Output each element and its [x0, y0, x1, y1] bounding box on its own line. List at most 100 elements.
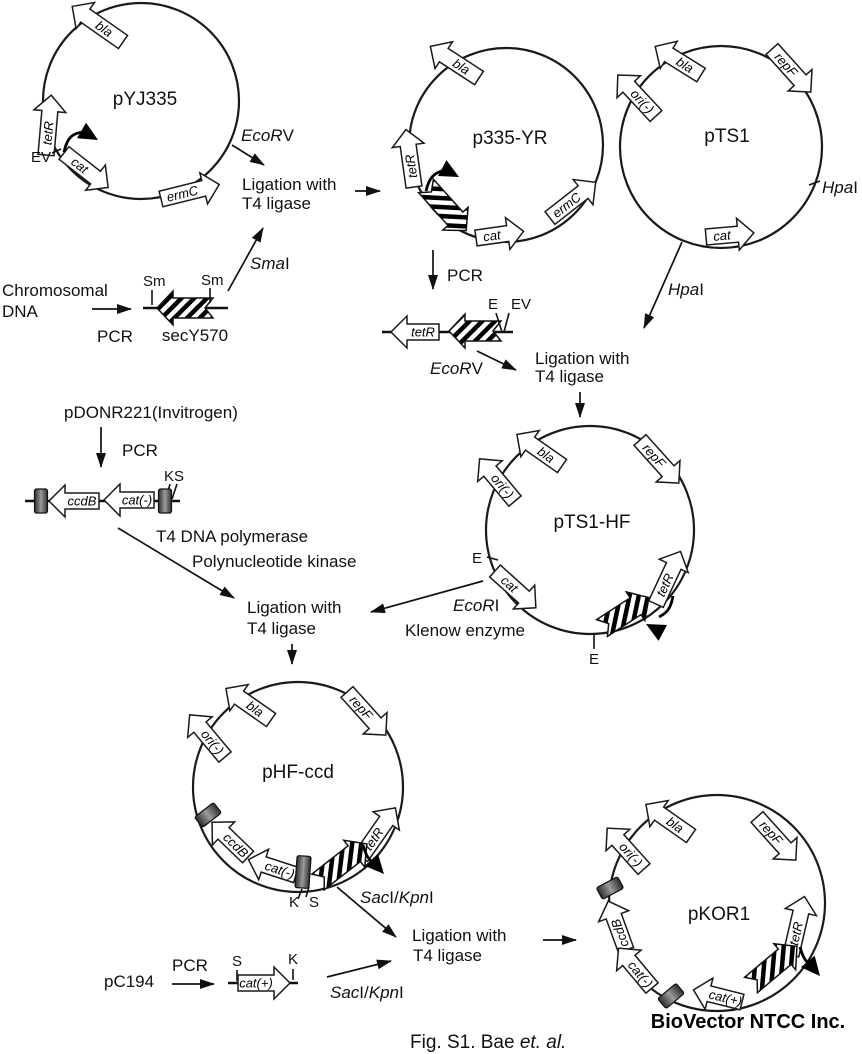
gene-arrow-bla: bla: [225, 683, 277, 728]
secY-hatched-arrow: [416, 177, 469, 232]
step-ligation: Ligation with: [535, 349, 630, 368]
enzyme-roman-part: I/: [389, 888, 399, 907]
step-ligation: Ligation with: [412, 926, 507, 945]
gene-arrow-ori: ori(-): [476, 458, 523, 508]
gene-arrow-ori: ori(-): [605, 827, 652, 876]
plasmid-pYJ335: pYJ335 bla tetR cat ermC EV: [31, 1, 241, 208]
gene-arrow-bla: bla: [429, 40, 485, 86]
flow-arrow: [326, 959, 392, 978]
caption-prefix: Fig. S1. Bae: [410, 1032, 520, 1053]
gene-arrow-ori: ori(-): [186, 714, 233, 764]
enzyme-italic-part: Kpn: [399, 888, 429, 907]
site-tick: [297, 886, 310, 900]
plasmid-circle: [191, 680, 405, 894]
secY570-fragment: Chromosomal DNA PCR Sm Sm secY570: [2, 272, 228, 346]
gene-arrow-bla: bla: [645, 799, 697, 844]
flow-arrow: [370, 580, 484, 614]
gene-arrow-tetR: tetR: [389, 314, 440, 350]
step-pcr: PCR: [172, 956, 208, 975]
gene-arrow-cat: cat: [488, 563, 537, 610]
gene-arrow-ori: ori(-): [616, 74, 663, 123]
secY-hatched-arrow: [155, 289, 215, 327]
promoter-arrowhead-icon: [77, 122, 98, 140]
enzyme-italic-part: Hpa: [668, 280, 699, 299]
gene-arrow-cat: cat: [58, 145, 109, 192]
step-pcr: PCR: [97, 327, 133, 346]
flow-arrow: [643, 241, 683, 329]
plasmid-pHF-ccd: pHF-ccd bla ori(-) repF tetR ccdB cat(-)…: [186, 680, 405, 911]
enzyme-italic-part: Sac: [330, 983, 360, 1002]
figure-caption: Fig. S1. Bae et. al.: [410, 1032, 566, 1053]
site-tick: [51, 148, 62, 154]
enzyme-label-HpaI: HpaI: [822, 178, 858, 197]
plasmid-name: pHF-ccd: [262, 762, 334, 783]
gene-arrow-repF: repF: [749, 810, 798, 861]
tetR-secY-fragment: tetR E EV: [382, 296, 531, 350]
gene-arrow-bla: bla: [71, 1, 129, 50]
gene-arrow-tetR: tetR: [390, 128, 426, 189]
gene-arrow-bla: bla: [516, 429, 568, 474]
site-label-S: S: [309, 894, 319, 911]
enzyme-roman-part: I: [853, 178, 858, 197]
promoter-arrowhead-icon: [364, 853, 384, 874]
gene-arrow-repF: repF: [339, 685, 388, 736]
enzyme-roman-part: V: [472, 359, 484, 378]
caption-suffix: et. al.: [520, 1032, 566, 1053]
att-site-box: [194, 802, 222, 828]
enzyme-label-HpaI: HpaI: [668, 280, 704, 299]
site-label-K: K: [288, 951, 298, 968]
secY-hatched-arrow: [594, 590, 650, 638]
secY-hatched-arrow: [310, 839, 368, 892]
gene-arrow-repF: repF: [764, 42, 813, 93]
step-klenow: Klenow enzyme: [405, 621, 525, 640]
plasmid-name: pKOR1: [688, 904, 750, 925]
site-label-E: E: [589, 651, 599, 668]
enzyme-italic-part: Kpn: [369, 983, 399, 1002]
promoter-arrow-icon: [658, 595, 675, 619]
plasmid-name: p335-YR: [473, 128, 548, 149]
gene-arrow-bla: bla: [654, 40, 707, 83]
watermark: BioVector NTCC Inc.: [651, 1011, 845, 1033]
step-t4-polymerase: T4 DNA polymerase: [156, 527, 308, 546]
step-pcr: PCR: [447, 266, 483, 285]
gene-arrow-tetR: tetR: [32, 94, 68, 157]
plasmid-name: pTS1: [704, 126, 749, 147]
site-label-E: E: [472, 550, 482, 567]
gene-label: tetR: [402, 153, 420, 179]
gene-arrow-cat: cat: [474, 216, 525, 252]
site-tick: [808, 180, 821, 186]
plasmid-circle: [618, 44, 824, 250]
site-label-EV: EV: [511, 296, 531, 313]
gene-arrow-catNeg: cat(-): [102, 482, 155, 518]
gene-arrow-catNeg: cat(-): [247, 847, 300, 884]
secY-hatched-arrow: [742, 942, 798, 995]
gene-label: tetR: [39, 121, 56, 146]
site-label-S: S: [232, 953, 242, 970]
pDONR-fragment: pDONR221(Invitrogen) PCR KS ccdB cat(-): [25, 403, 238, 519]
flow-arrow: [117, 527, 235, 599]
enzyme-label-EcoRV: EcoRV: [430, 359, 484, 378]
site-tick: [486, 556, 499, 561]
enzyme-roman-part: I: [399, 983, 404, 1002]
step-ligation: Ligation with: [247, 598, 342, 617]
gene-label: ccdB: [68, 494, 97, 509]
gene-label: cat(+): [239, 976, 273, 991]
enzyme-italic-part: EcoR: [430, 359, 472, 378]
flow-arrow: [336, 886, 397, 938]
gene-arrow-ccdB: ccdB: [597, 900, 635, 954]
enzyme-label-SacI-KpnI: SacI/KpnI: [330, 983, 404, 1002]
gene-arrow-repF: repF: [632, 433, 681, 484]
enzyme-italic-part: EcoR: [241, 126, 283, 145]
plasmid-name: pYJ335: [113, 89, 177, 110]
gene-label: tetR: [786, 920, 806, 947]
plasmid-pKOR1: pKOR1 bla ori(-) repF tetR ccdB cat(-) c…: [596, 793, 827, 1013]
site-label-K: K: [289, 894, 299, 911]
fragment-label: secY570: [162, 326, 228, 345]
flow-arrow: [227, 227, 264, 292]
enzyme-label-SmaI: SmaI: [250, 254, 290, 273]
gene-arrow-catPos: cat(+): [237, 965, 292, 1001]
promoter-arrowhead-icon: [437, 160, 459, 177]
gene-arrow-cat: cat: [704, 216, 755, 253]
source-label: Chromosomal: [2, 281, 108, 300]
